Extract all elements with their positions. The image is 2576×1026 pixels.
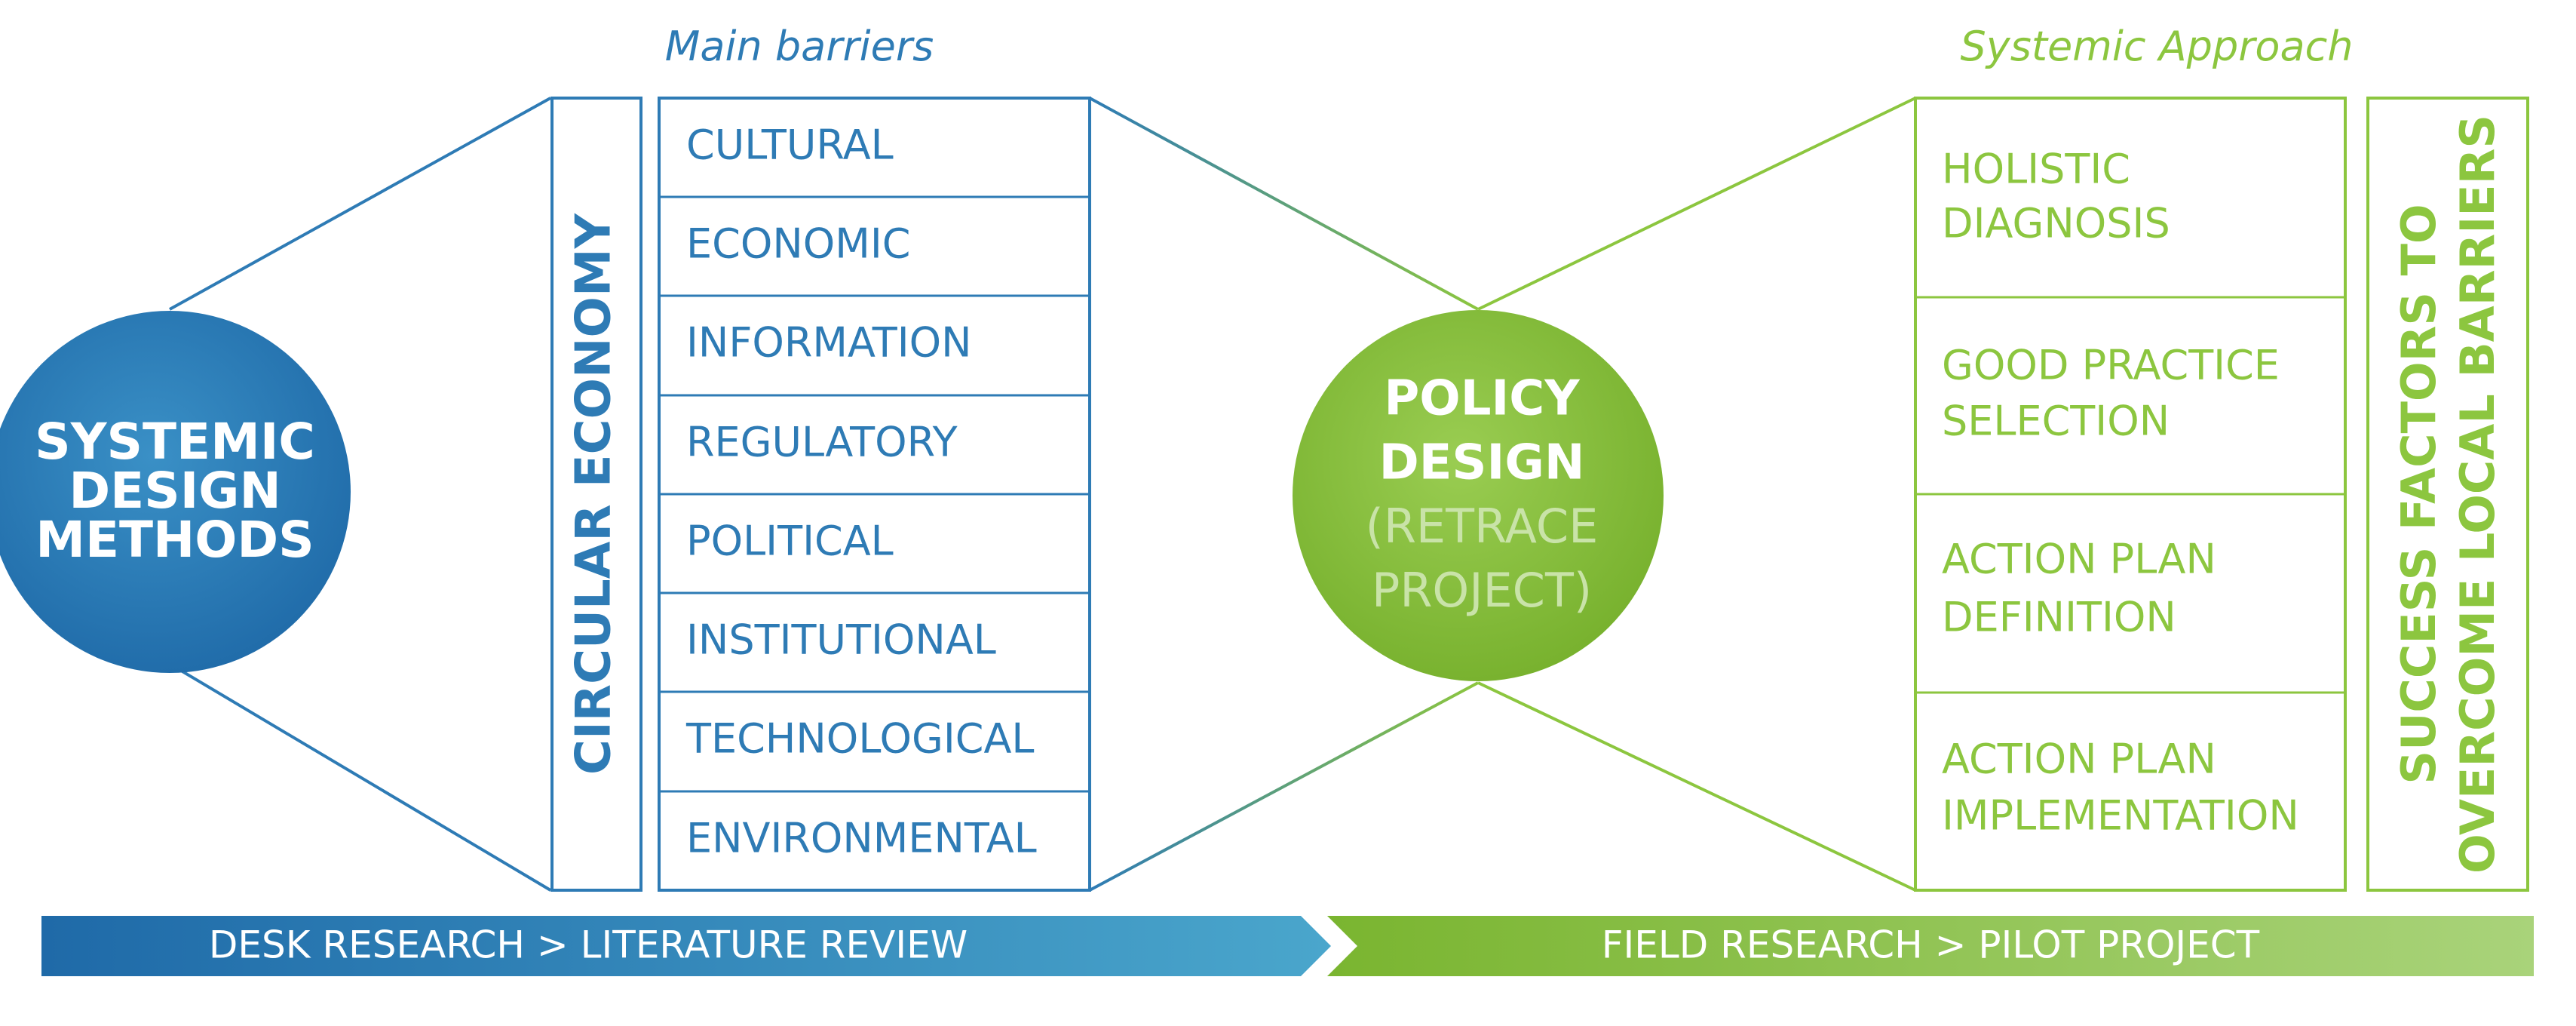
barrier-item: CULTURAL — [686, 121, 894, 169]
approach-table: HOLISTIC DIAGNOSIS GOOD PRACTICE SELECTI… — [1914, 97, 2347, 892]
policy-design-circle: POLICY DESIGN (RETRACE PROJECT) — [1293, 310, 1664, 681]
desk-research-bar: DESK RESEARCH > LITERATURE REVIEW — [41, 916, 1331, 976]
barrier-item: INSTITUTIONAL — [686, 616, 996, 664]
field-research-label: FIELD RESEARCH > PILOT PROJECT — [1602, 923, 2260, 967]
success-factors-box: SUCCESS FACTORS TO OVERCOME LOCAL BARRIE… — [2366, 97, 2529, 892]
policy-sub-line-2: PROJECT) — [1372, 563, 1592, 618]
barrier-item: INFORMATION — [686, 319, 972, 367]
desk-research-label: DESK RESEARCH > LITERATURE REVIEW — [209, 923, 968, 967]
circle-left-line-2: DESIGN — [69, 462, 281, 520]
barrier-item: ENVIRONMENTAL — [686, 815, 1037, 862]
approach-item-line: DIAGNOSIS — [1942, 200, 2170, 247]
middle-connector-lines — [1089, 97, 1479, 892]
policy-line-2: DESIGN — [1379, 435, 1585, 491]
circular-economy-box: CIRCULAR ECONOMY — [550, 97, 642, 892]
success-factors-line-2: OVERCOME LOCAL BARRIERS — [2450, 115, 2505, 874]
barrier-item: POLITICAL — [686, 518, 894, 565]
approach-item-line: SELECTION — [1942, 398, 2170, 445]
barriers-table: CULTURAL ECONOMIC INFORMATION REGULATORY… — [658, 97, 1091, 892]
right-connector-lines — [1477, 97, 1916, 892]
approach-item-line: GOOD PRACTICE — [1942, 342, 2280, 389]
systemic-approach-heading: Systemic Approach — [1961, 23, 2354, 70]
policy-sub-line-1: (RETRACE — [1366, 499, 1599, 554]
circular-economy-label: CIRCULAR ECONOMY — [566, 213, 622, 775]
field-research-bar: FIELD RESEARCH > PILOT PROJECT — [1327, 916, 2534, 976]
systemic-design-methods-circle: SYSTEMIC DESIGN METHODS — [0, 311, 351, 673]
approach-item-line: ACTION PLAN — [1942, 736, 2216, 783]
barrier-item: REGULATORY — [686, 419, 958, 466]
barrier-item: TECHNOLOGICAL — [685, 715, 1034, 763]
approach-item-line: IMPLEMENTATION — [1942, 792, 2299, 840]
circle-left-line-3: METHODS — [35, 511, 314, 569]
circle-left-line-1: SYSTEMIC — [35, 413, 315, 471]
approach-item-line: ACTION PLAN — [1942, 536, 2216, 583]
policy-line-1: POLICY — [1384, 371, 1580, 427]
main-barriers-heading: Main barriers — [665, 23, 934, 70]
approach-row-dividers — [1915, 296, 2345, 694]
barrier-item: ECONOMIC — [686, 220, 910, 268]
approach-item-line: DEFINITION — [1942, 594, 2176, 641]
left-connector-lines — [168, 97, 552, 892]
barrier-row-dividers — [659, 195, 1090, 793]
approach-item-line: HOLISTIC — [1942, 146, 2130, 193]
success-factors-line-1: SUCCESS FACTORS TO — [2391, 204, 2446, 784]
